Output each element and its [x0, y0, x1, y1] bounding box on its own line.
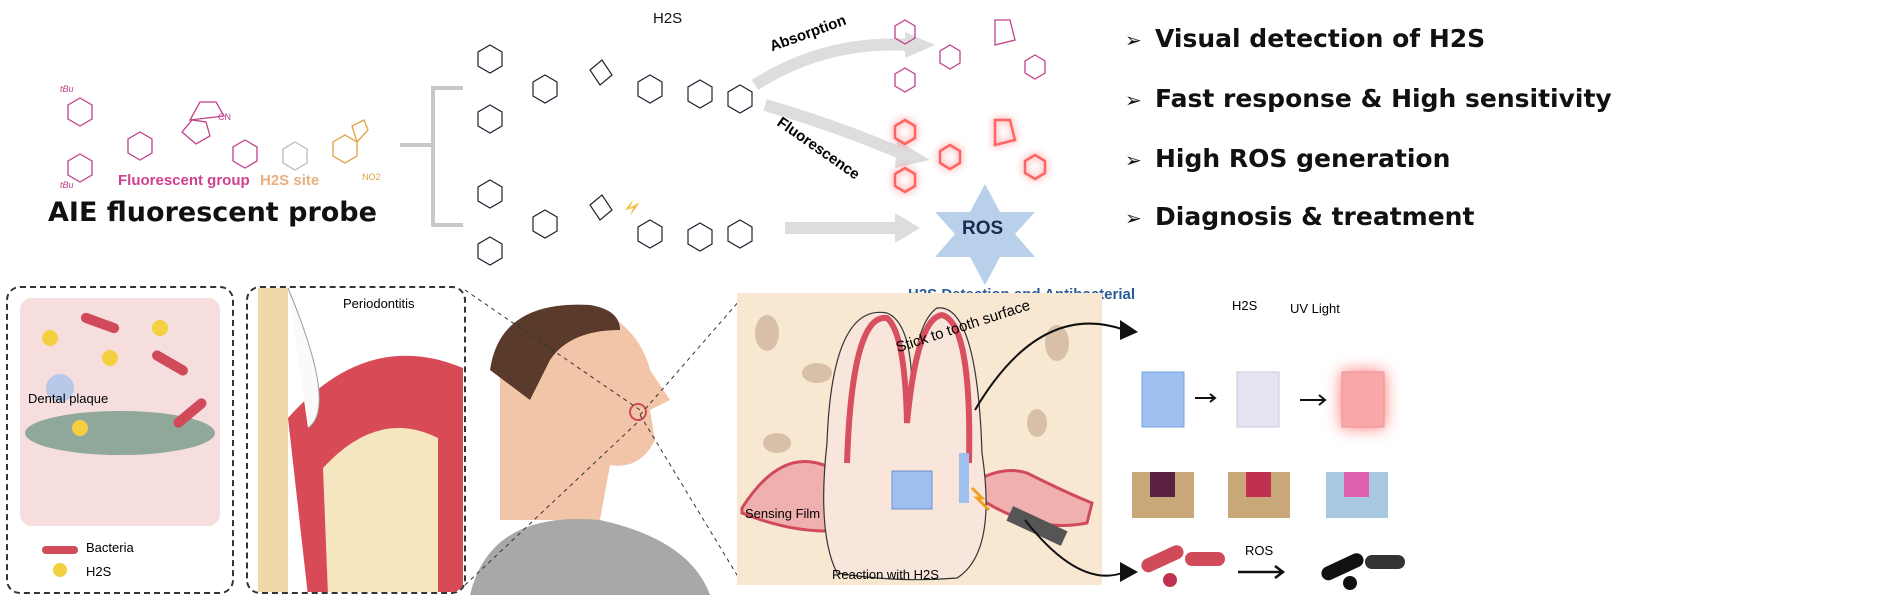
h2s-site-label: H2S site [260, 172, 320, 189]
periodontitis-label: Periodontitis [343, 296, 415, 311]
probe-molecule: tBu tBu CN NO2 [60, 84, 381, 190]
arrow-bullet-icon: ➢ [1125, 148, 1142, 172]
legend-bacteria-label: Bacteria [86, 540, 134, 555]
bullet-item: ➢Visual detection of H2S [1125, 24, 1486, 53]
periodontitis-panel: Periodontitis [246, 286, 466, 594]
bullet-item: ➢Diagnosis & treatment [1125, 202, 1475, 231]
arrow-bullet-icon: ➢ [1125, 206, 1142, 230]
no2-label: NO2 [362, 172, 381, 182]
step-ros-label: ROS [1245, 543, 1274, 558]
ros-label: ROS [962, 218, 1004, 239]
tbu-label: tBu [60, 180, 74, 190]
reaction-h2s-label: Reaction with H2S [832, 567, 939, 582]
cn-label: CN [218, 112, 231, 122]
bullet-item: ➢High ROS generation [1125, 144, 1451, 173]
probe-title: AIE fluorescent probe [48, 197, 377, 228]
tooth-panel: Sensing Film Reaction with H2S [737, 293, 1102, 585]
reaction-arrows [751, 32, 935, 243]
dental-plaque-label: Dental plaque [28, 391, 109, 406]
zoom-lines [464, 289, 741, 586]
plaque-panel: Dental plaque Bacteria H2S [6, 286, 234, 594]
process-steps [974, 320, 1405, 590]
arrow-bullet-icon: ➢ [1125, 28, 1142, 52]
step-h2s-label: H2S [1232, 298, 1258, 313]
bullet-item: ➢Fast response & High sensitivity [1125, 84, 1612, 113]
ros-star [935, 184, 1035, 285]
tbu-label: tBu [60, 84, 74, 94]
bracket [400, 86, 463, 227]
sensing-film-label: Sensing Film [745, 506, 821, 521]
arrow-bullet-icon: ➢ [1125, 88, 1142, 112]
product-molecules [893, 19, 1047, 194]
light-icon [625, 200, 640, 216]
step-uv-label: UV Light [1290, 301, 1340, 316]
patient-illustration [470, 304, 710, 595]
reaction-molecules [477, 44, 753, 266]
legend-h2s-label: H2S [86, 564, 112, 579]
fluorescent-group-label: Fluorescent group [118, 172, 250, 189]
h2s-reagent-label: H2S [653, 10, 683, 27]
